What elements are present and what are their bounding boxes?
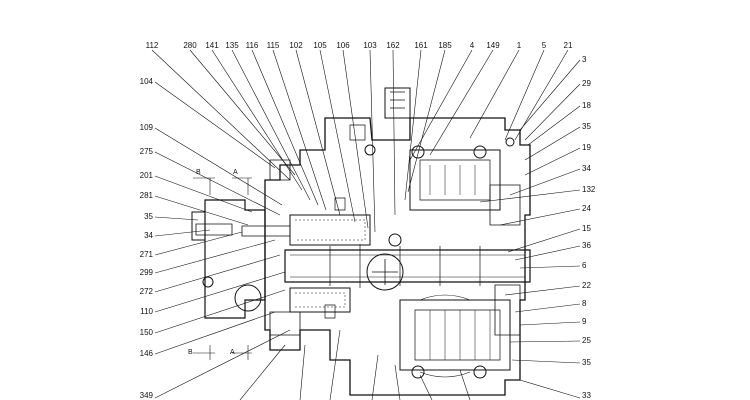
section-mark: A [230,349,235,356]
section-mark: B [196,169,201,176]
callout-label: 4 [469,41,475,50]
callout-label: 132 [582,185,596,194]
callout-label: 115 [266,41,280,50]
callout-label: 104 [139,77,153,86]
callout-label: 146 [139,349,153,358]
callout-label: 299 [139,268,153,277]
callout-label: 185 [438,41,452,50]
callout-label: 24 [582,204,591,213]
callout-label: 15 [582,224,591,233]
callout-label: 33 [582,391,591,400]
callout-label: 9 [582,317,587,326]
valve-body [204,199,266,319]
callout-label: 201 [139,171,153,180]
callout-label: 29 [582,79,591,88]
callout-label: 102 [289,41,303,50]
callout-label: 6 [582,261,587,270]
section-mark: A [233,169,238,176]
callout-label: 162 [386,41,400,50]
callout-label: 135 [225,41,239,50]
callout-label: 149 [486,41,500,50]
callout-label: 106 [336,41,350,50]
callout-label: 34 [582,164,591,173]
center-valve [366,253,404,291]
callout-label: 161 [414,41,428,50]
callout-label: 36 [582,241,591,250]
callout-label: 19 [582,143,591,152]
callout-label: 105 [313,41,327,50]
callout-label: 25 [582,336,591,345]
top-port-boss [384,87,411,119]
callout-label: 18 [582,101,591,110]
callout-label: 116 [245,41,259,50]
callout-label: 150 [139,328,153,337]
cylinder-block-lower [399,299,511,371]
callout-label: 272 [139,287,153,296]
callout-label: 110 [140,307,153,316]
callout-label: 21 [563,41,573,50]
cylinder-block-upper [409,149,501,211]
callout-label: 141 [205,41,219,50]
callout-label: 1 [516,41,522,50]
main-shaft [284,249,531,283]
callout-label: 8 [582,299,587,308]
callout-label: 275 [139,147,153,156]
callout-label: 281 [139,191,153,200]
callout-label: 3 [582,55,587,64]
callout-label: 103 [363,41,377,50]
callout-label: 35 [582,358,591,367]
callout-label: 35 [582,122,591,131]
callout-label: 280 [183,41,197,50]
callout-label: 22 [582,281,591,290]
section-mark: B [188,349,193,356]
callout-label: 112 [145,41,159,50]
callout-label: 5 [541,41,547,50]
callout-label: 271 [139,250,153,259]
callout-label: 349 [139,391,153,400]
callout-label: 109 [139,123,153,132]
callout-label: 35 [144,212,153,221]
callout-label: 34 [144,231,153,240]
